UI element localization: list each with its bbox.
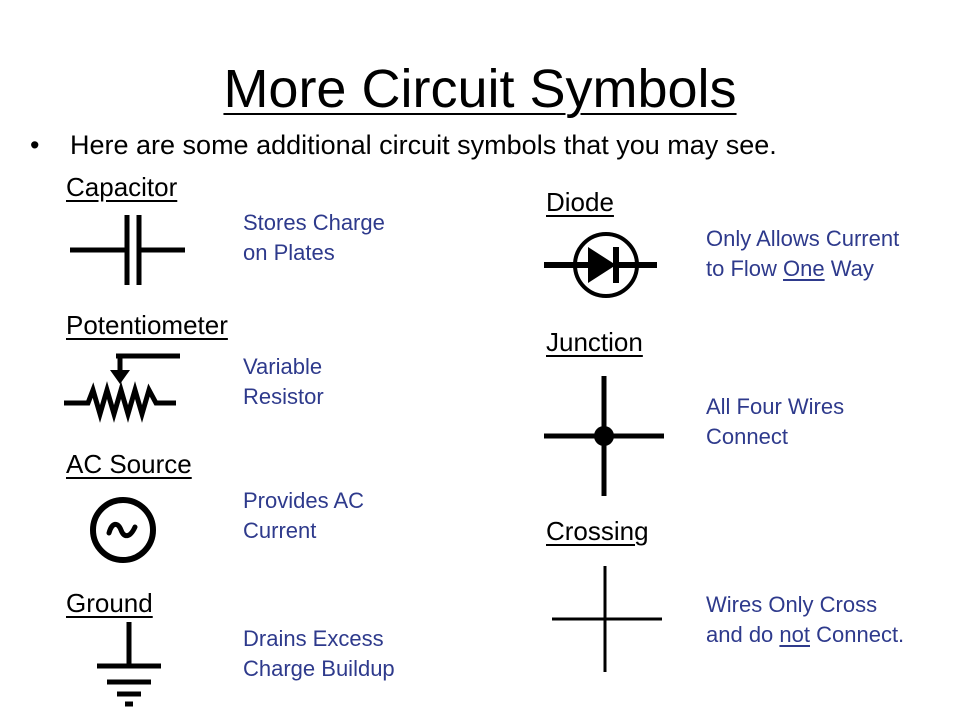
- crossing-desc-line2-start: and do: [706, 622, 780, 647]
- bullet-text: Here are some additional circuit symbols…: [70, 130, 777, 160]
- junction-description: All Four Wires Connect: [706, 392, 844, 452]
- crossing-desc-line2: and do not Connect.: [706, 620, 904, 650]
- diode-desc-line2-start: to Flow: [706, 256, 784, 281]
- potentiometer-icon: [64, 353, 180, 423]
- junction-icon: [544, 376, 664, 496]
- capacitor-description: Stores Charge on Plates: [243, 208, 385, 268]
- ground-icon: [97, 622, 161, 707]
- ac-source-description: Provides AC Current: [243, 486, 364, 546]
- crossing-icon: [552, 566, 662, 672]
- ac-source-desc-line1: Provides AC: [243, 488, 365, 513]
- crossing-desc-line2-end: Connect.: [810, 622, 905, 647]
- junction-label: Junction: [546, 327, 643, 357]
- junction-desc-line2: Connect: [706, 424, 788, 449]
- diode-desc-line2-end: Way: [824, 256, 874, 281]
- ac-source-label: AC Source: [66, 449, 192, 479]
- crossing-label: Crossing: [546, 516, 649, 546]
- crossing-desc-line1: Wires Only Cross: [706, 592, 878, 617]
- bullet-marker: •: [30, 130, 40, 160]
- diode-label: Diode: [546, 187, 614, 217]
- potentiometer-desc-line2: Resistor: [243, 384, 324, 409]
- diode-description: Only Allows Current to Flow One Way: [706, 224, 899, 284]
- capacitor-label: Capacitor: [66, 172, 178, 202]
- diode-desc-line1: Only Allows Current: [706, 226, 900, 251]
- bullet-line: • Here are some additional circuit symbol…: [30, 130, 777, 160]
- junction-desc-line1: All Four Wires: [706, 394, 845, 419]
- ground-desc-line2: Charge Buildup: [243, 656, 395, 681]
- ground-label: Ground: [66, 588, 153, 618]
- capacitor-icon: [70, 215, 185, 285]
- potentiometer-label: Potentiometer: [66, 310, 228, 340]
- ac-source-desc-line2: Current: [243, 518, 317, 543]
- capacitor-desc-line2: on Plates: [243, 240, 335, 265]
- diode-desc-emphasis: One: [783, 256, 825, 281]
- capacitor-desc-line1: Stores Charge: [243, 210, 385, 235]
- potentiometer-desc-line1: Variable: [243, 354, 323, 379]
- diode-desc-line2: to Flow One Way: [706, 254, 899, 284]
- ground-desc-line1: Drains Excess: [243, 626, 384, 651]
- slide-title: More Circuit Symbols: [223, 59, 737, 119]
- ac-source-icon: [90, 497, 156, 563]
- diode-icon: [544, 232, 657, 298]
- ground-description: Drains Excess Charge Buildup: [243, 624, 395, 684]
- crossing-desc-emphasis: not: [779, 622, 810, 647]
- potentiometer-description: Variable Resistor: [243, 352, 324, 412]
- crossing-description: Wires Only Cross and do not Connect.: [706, 590, 904, 650]
